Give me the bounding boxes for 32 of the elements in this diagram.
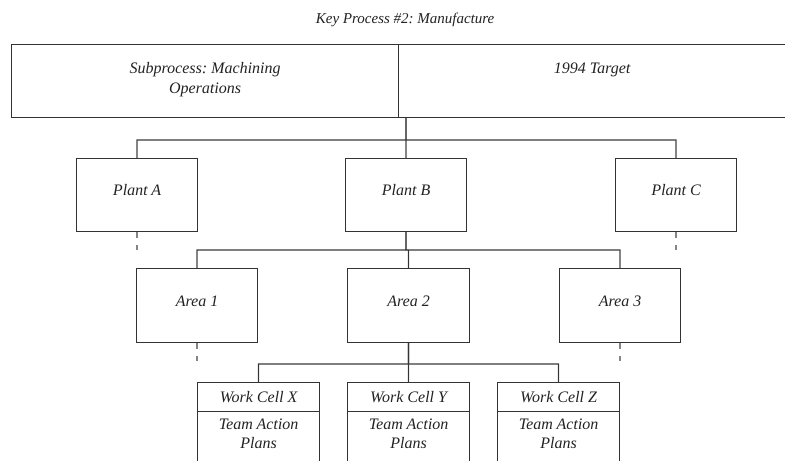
work-cell-box xyxy=(347,382,470,461)
connector-line xyxy=(405,232,621,268)
connector-line xyxy=(405,118,677,158)
box-text: Subprocess: Machining Operations xyxy=(128,59,282,99)
process-box xyxy=(76,158,198,232)
cell-body-text: Team Action Plans xyxy=(518,415,600,453)
box-text: Plant B xyxy=(382,182,430,201)
work-cell-box xyxy=(497,382,620,461)
box-text: Area 2 xyxy=(387,292,430,312)
box-text: Area 3 xyxy=(598,292,642,312)
process-box xyxy=(136,268,258,343)
process-box xyxy=(559,268,681,343)
cell-heading: Work Cell Y xyxy=(348,383,469,412)
dashed-connector xyxy=(619,343,621,361)
diagram-title: Key Process #2: Manufacture xyxy=(316,11,494,27)
process-box xyxy=(11,44,785,118)
connector-line xyxy=(408,343,560,382)
process-box xyxy=(347,268,470,343)
cell-body-text: Team Action Plans xyxy=(368,415,450,453)
box-text: Area 1 xyxy=(176,292,218,312)
box-text: Plant C xyxy=(651,182,701,201)
cell-body-text: Team Action Plans xyxy=(218,415,300,453)
box-text: Plant A xyxy=(112,182,162,201)
dashed-connector xyxy=(196,343,198,361)
work-cell-box xyxy=(197,382,320,461)
process-box xyxy=(615,158,737,232)
box-text: 1994 Target xyxy=(554,59,630,79)
cell-heading: Work Cell X xyxy=(198,383,319,412)
process-box xyxy=(345,158,467,232)
dashed-connector xyxy=(675,232,677,250)
cell-heading: Work Cell Z xyxy=(498,383,619,412)
dashed-connector xyxy=(136,232,138,250)
